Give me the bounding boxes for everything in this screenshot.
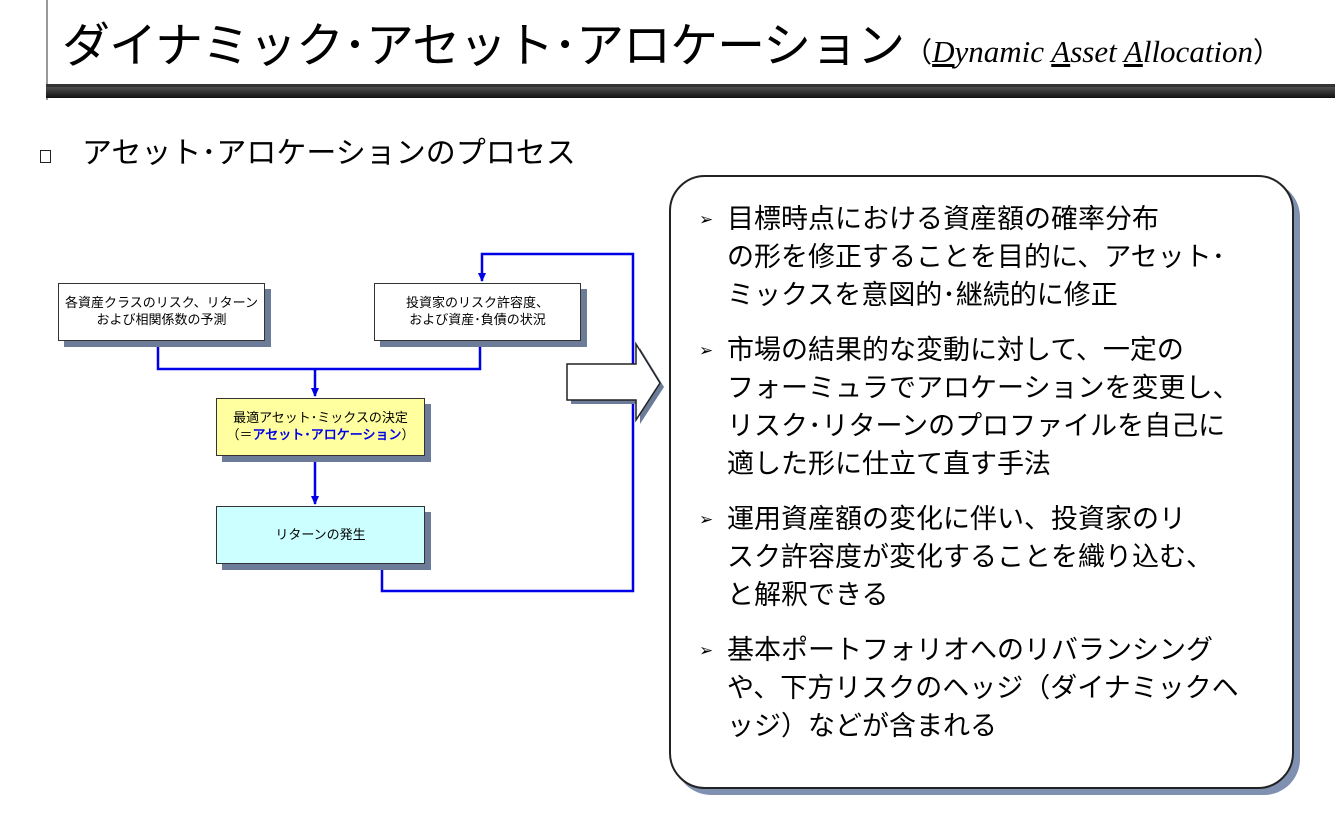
page-title-subtitle: （Dynamic Asset Allocation） [904, 34, 1282, 69]
connector-box1-down [156, 341, 315, 371]
big-right-arrow-icon [566, 341, 661, 423]
list-item: 基本ポートフォリオへのリバランシング や、下方リスクのヘッジ（ダイナミックヘ ッ… [699, 632, 1259, 746]
page-title-main: ダイナミック･アセット･アロケーション [62, 18, 905, 74]
flow-box-investor-tolerance: 投資家のリスク許容度、および資産･負債の状況 [374, 283, 581, 341]
title-frame [46, 0, 1335, 100]
flow-box-return-forecast: 各資産クラスのリスク、リターンおよび相関係数の予測 [58, 283, 265, 341]
list-item: 目標時点における資産額の確率分布 の形を修正することを目的に、アセット･ ミック… [699, 201, 1259, 315]
flowchart-connectors [156, 252, 664, 593]
square-bullet-icon [40, 150, 51, 163]
flow-box-optimal-mix-decision: 最適アセット･ミックスの決定（＝アセット･アロケーション） [216, 398, 425, 456]
explanation-panel: 目標時点における資産額の確率分布 の形を修正することを目的に、アセット･ ミック… [669, 175, 1294, 789]
page-title: ダイナミック･アセット･アロケーション（Dynamic Asset Alloca… [62, 14, 1281, 85]
connector-box2-down [315, 341, 482, 371]
list-item: 運用資産額の変化に伴い、投資家のリ スク許容度が変化することを織り込む、 と解釈… [699, 501, 1259, 615]
section-heading: アセット･アロケーションのプロセス [82, 136, 576, 171]
flow-box-return-occurrence: リターンの発生 [216, 506, 425, 564]
feedback-loop-connector [380, 252, 635, 593]
title-underline-shadow [46, 86, 1335, 98]
explanation-list: 目標時点における資産額の確率分布 の形を修正することを目的に、アセット･ ミック… [699, 201, 1259, 763]
title-underline [46, 84, 1335, 87]
list-item: 市場の結果的な変動に対して、一定の フォーミュラでアロケーションを変更し、 リス… [699, 332, 1259, 484]
